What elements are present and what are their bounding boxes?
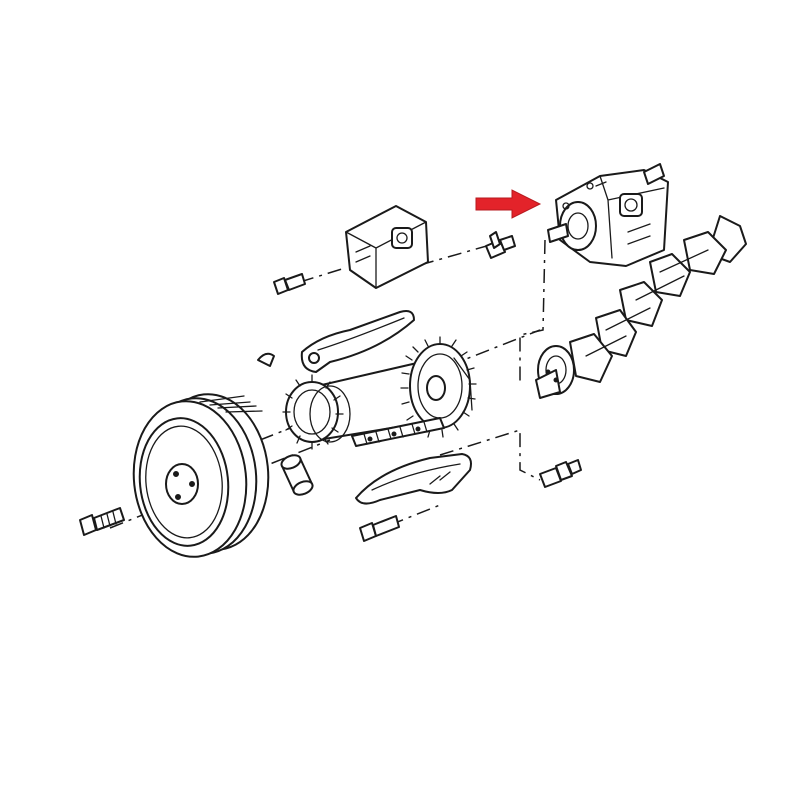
housing-bolt <box>273 273 306 295</box>
pump-housing-block <box>345 205 429 289</box>
stud-bolt-upper <box>485 231 516 259</box>
injection-pump <box>547 163 669 267</box>
chain-tensioner <box>539 459 582 488</box>
highlight-arrow <box>475 189 542 219</box>
red-arrow-icon <box>475 189 542 219</box>
spacer-sleeve <box>280 454 314 496</box>
crankshaft-pulley <box>132 393 270 558</box>
crankshaft <box>535 215 747 399</box>
timing-chain <box>351 357 473 447</box>
tensioner-rail-bolt <box>359 515 400 542</box>
woodruff-key <box>257 352 275 367</box>
upper-chain-guide <box>300 310 415 373</box>
chain-tensioner-rail <box>355 453 472 505</box>
crankshaft-pulley-bolt <box>79 507 125 536</box>
